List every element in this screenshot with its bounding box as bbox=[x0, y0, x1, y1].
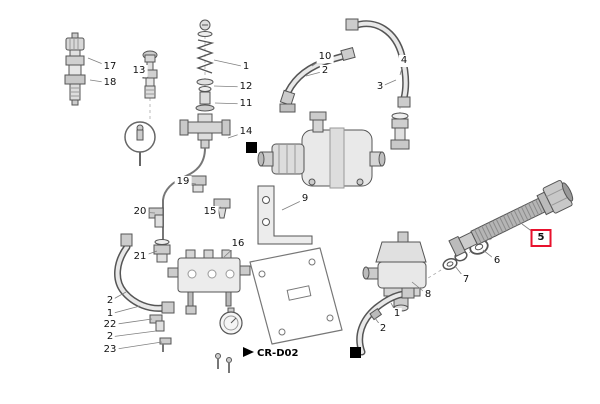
callout-1[interactable]: 1 bbox=[240, 61, 252, 73]
callout-2[interactable]: 2 bbox=[104, 295, 116, 307]
magnifier-detail bbox=[124, 121, 156, 166]
expansion-valve-stack bbox=[179, 19, 231, 149]
pump-assembly bbox=[257, 111, 386, 245]
callout-12[interactable]: 12 bbox=[237, 81, 255, 93]
safety-valve-left bbox=[64, 32, 86, 106]
leader-line bbox=[213, 59, 247, 68]
mounting-plate bbox=[249, 247, 343, 345]
callout-9[interactable]: 9 bbox=[299, 193, 311, 205]
callout-5-highlighted[interactable]: 5 bbox=[530, 229, 552, 247]
leader-line bbox=[109, 330, 157, 338]
leader-line bbox=[109, 341, 163, 351]
callout-1[interactable]: 1 bbox=[104, 308, 116, 320]
callout-19[interactable]: 19 bbox=[174, 176, 192, 188]
nozzle-item-15 bbox=[213, 198, 231, 219]
callout-2[interactable]: 2 bbox=[319, 65, 331, 77]
union-item-21 bbox=[153, 239, 171, 263]
callout-1[interactable]: 1 bbox=[391, 308, 403, 320]
callout-18[interactable]: 18 bbox=[101, 77, 119, 89]
callout-4[interactable]: 4 bbox=[398, 55, 410, 67]
plate-screws bbox=[215, 353, 232, 373]
callout-15[interactable]: 15 bbox=[201, 206, 219, 218]
hose-bottom-left bbox=[114, 233, 175, 314]
callout-21[interactable]: 21 bbox=[131, 251, 149, 263]
cr-ref-arrow-icon bbox=[243, 347, 254, 357]
callout-13[interactable]: 13 bbox=[130, 65, 148, 77]
hose-bottom-right bbox=[356, 287, 415, 356]
callout-3[interactable]: 3 bbox=[374, 81, 386, 93]
callout-7[interactable]: 7 bbox=[460, 274, 472, 286]
manifold-block bbox=[167, 249, 251, 315]
callout-20[interactable]: 20 bbox=[131, 206, 149, 218]
callout-17[interactable]: 17 bbox=[101, 61, 119, 73]
braided-hose-item-5 bbox=[448, 179, 574, 257]
callout-22[interactable]: 22 bbox=[101, 319, 119, 331]
cr-ref-label: CR-D02 bbox=[257, 348, 298, 359]
pressure-gauge bbox=[219, 307, 243, 335]
callout-23[interactable]: 23 bbox=[101, 344, 119, 356]
callout-2[interactable]: 2 bbox=[104, 331, 116, 343]
callout-8[interactable]: 8 bbox=[422, 289, 434, 301]
callout-10[interactable]: 10 bbox=[316, 51, 334, 63]
callout-14[interactable]: 14 bbox=[237, 126, 255, 138]
screw-item-23 bbox=[159, 337, 172, 352]
callout-6[interactable]: 6 bbox=[491, 255, 503, 267]
callout-16[interactable]: 16 bbox=[229, 238, 247, 250]
black-marker-top bbox=[246, 142, 257, 153]
callout-2[interactable]: 2 bbox=[377, 323, 389, 335]
fitting-item-4 bbox=[390, 112, 410, 150]
black-marker-bottom bbox=[350, 347, 361, 358]
callout-11[interactable]: 11 bbox=[237, 98, 255, 110]
